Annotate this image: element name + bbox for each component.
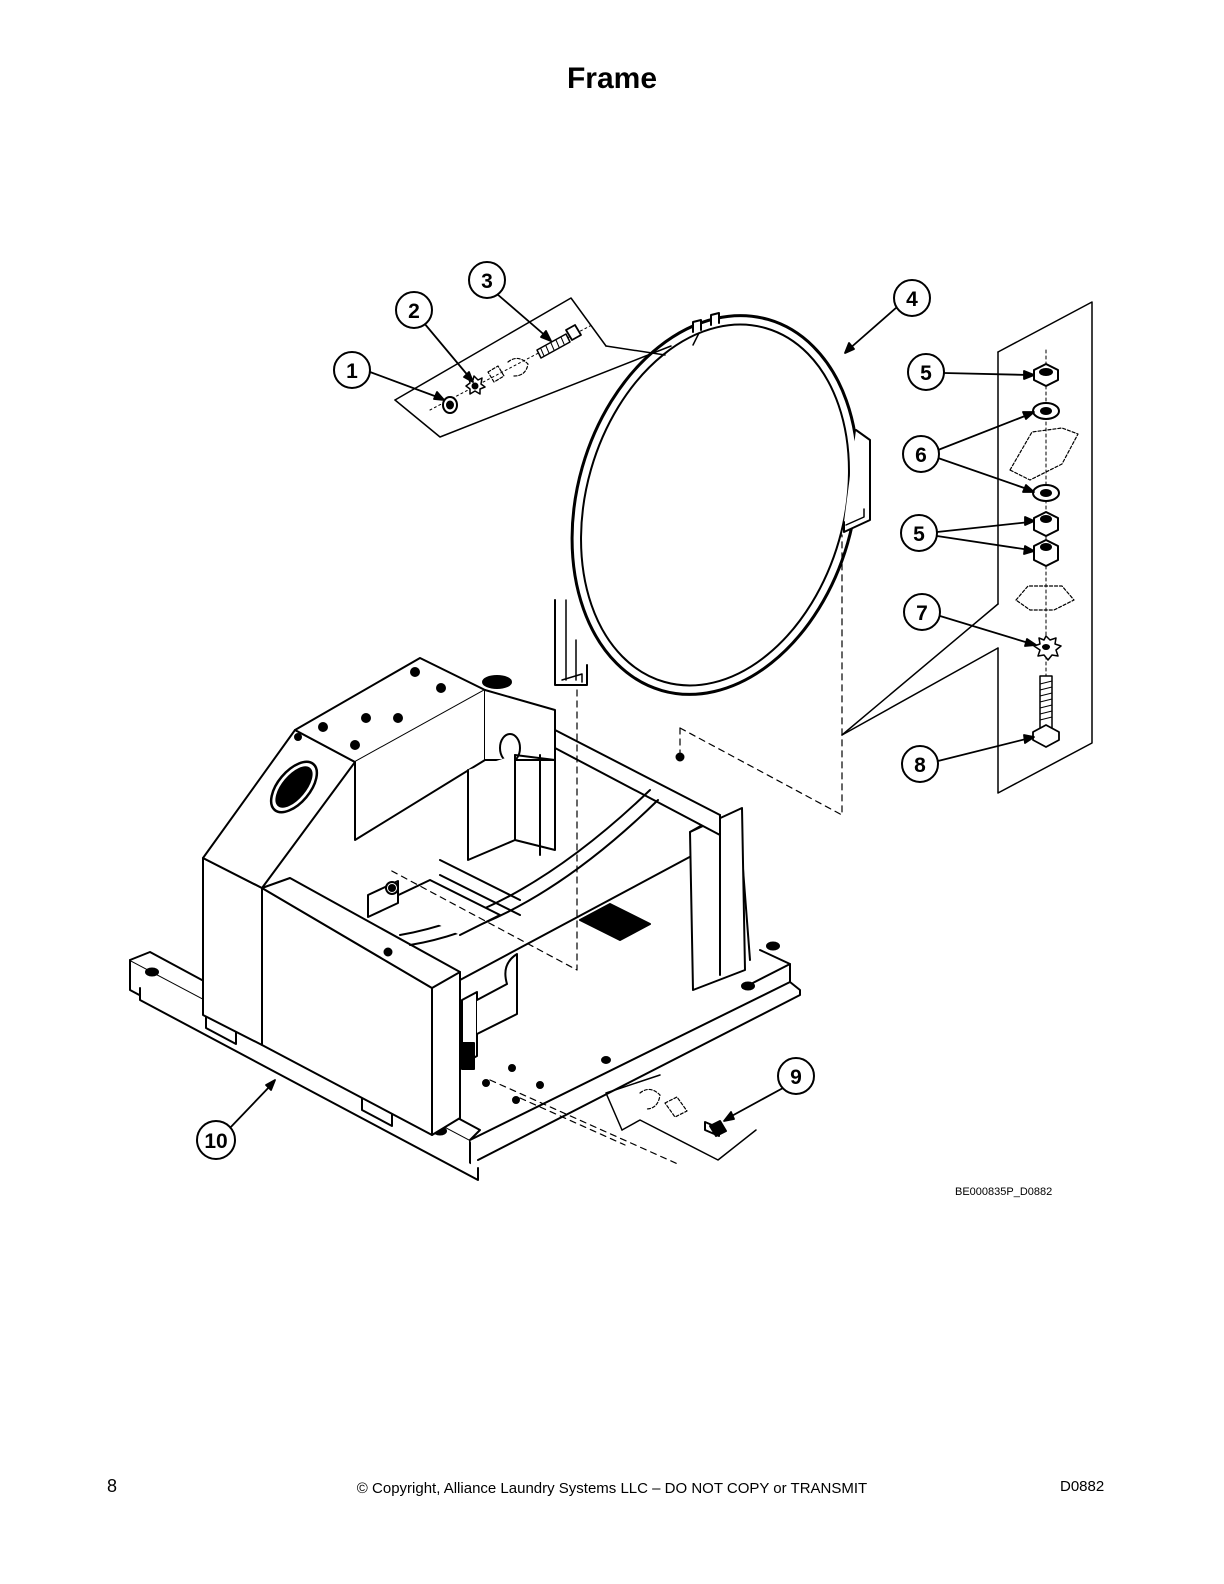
callout-6: 6: [902, 435, 940, 473]
hardware-detail-panel-top: [394, 297, 672, 438]
callout-10: 10: [196, 1120, 236, 1160]
svg-text:6: 6: [915, 444, 927, 467]
svg-text:1: 1: [346, 360, 358, 383]
bolt-part-8: [1032, 675, 1060, 748]
callout-leaders: [227, 293, 1037, 1131]
svg-text:8: 8: [914, 754, 926, 777]
callout-5-lower: 5: [900, 514, 938, 552]
screw-part-9: [704, 1120, 727, 1137]
callout-9: 9: [777, 1057, 815, 1095]
callout-5-top: 5: [907, 353, 945, 391]
figure-code: BE000835P_D0882: [955, 1186, 1053, 1198]
tub-support-ring-part-4: [554, 312, 871, 696]
svg-text:3: 3: [481, 270, 493, 293]
nut-pair-part-5: [1033, 511, 1059, 567]
svg-text:10: 10: [204, 1130, 227, 1153]
svg-text:4: 4: [906, 288, 918, 311]
star-washer-part-7: [1033, 635, 1062, 661]
document-code: D0882: [1060, 1478, 1105, 1495]
svg-text:2: 2: [408, 300, 420, 323]
washer-part-6: [1032, 402, 1060, 502]
page-title: Frame: [566, 62, 658, 95]
svg-text:5: 5: [920, 362, 932, 385]
hardware-detail-panel-bottom: [605, 1074, 757, 1161]
callout-8: 8: [901, 745, 939, 783]
svg-text:9: 9: [790, 1066, 802, 1089]
callout-1: 1: [333, 351, 371, 389]
callout-2: 2: [395, 291, 433, 329]
svg-text:7: 7: [916, 602, 928, 625]
page-number: 8: [107, 1476, 118, 1496]
callout-4: 4: [893, 279, 931, 317]
hardware-detail-panel-right: [841, 301, 1093, 794]
frame-assembly-part-10: [129, 534, 843, 1181]
bolt-part-3: [536, 324, 582, 359]
nut-part-1: [442, 396, 458, 414]
nut-part-5: [1033, 363, 1059, 387]
copyright-notice: © Copyright, Alliance Laundry Systems LL…: [356, 1480, 868, 1497]
callout-7: 7: [903, 593, 941, 631]
callout-3: 3: [468, 261, 506, 299]
svg-text:5: 5: [913, 523, 925, 546]
